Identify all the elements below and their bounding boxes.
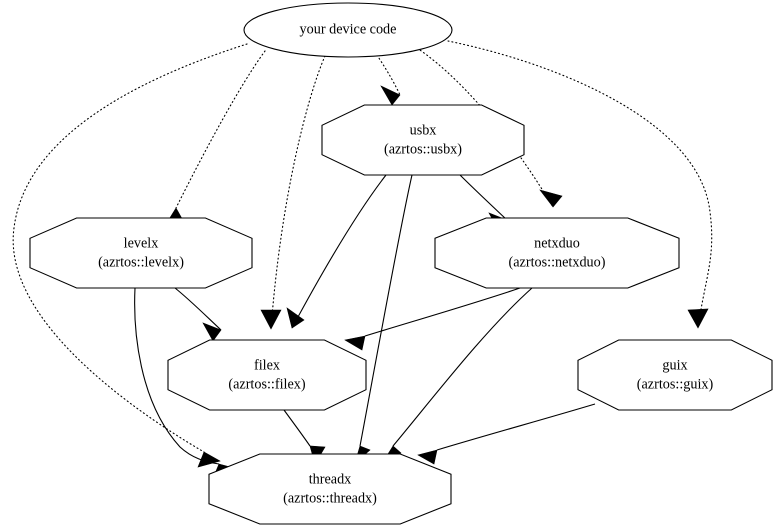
node-label-netxduo-line2: (azrtos::netxduo) bbox=[509, 254, 606, 270]
node-filex[interactable]: filex(azrtos::filex) bbox=[167, 339, 367, 411]
edge-line-solid bbox=[291, 174, 387, 329]
node-label-filex-line2: (azrtos::filex) bbox=[228, 376, 305, 392]
arrow-head bbox=[380, 85, 401, 106]
arrow-head bbox=[344, 335, 366, 351]
node-label-usbx-line2: (azrtos::usbx) bbox=[384, 141, 462, 157]
arrow-head bbox=[260, 309, 282, 330]
node-label-device-line1: your device code bbox=[300, 21, 397, 37]
arrow-head bbox=[539, 189, 563, 208]
nodes-layer: your device codeusbx(azrtos::usbx)levelx… bbox=[29, 2, 773, 525]
node-levelx[interactable]: levelx(azrtos::levelx) bbox=[29, 217, 253, 289]
arrow-head bbox=[687, 308, 709, 329]
node-usbx[interactable]: usbx(azrtos::usbx) bbox=[321, 104, 525, 176]
node-label-guix-line2: (azrtos::guix) bbox=[637, 376, 714, 392]
edge-netxduo-to-threadx bbox=[382, 287, 533, 463]
edge-line-dotted bbox=[447, 40, 713, 329]
node-label-guix-line1: guix bbox=[662, 357, 687, 373]
node-label-levelx-line1: levelx bbox=[124, 235, 159, 251]
edge-guix-to-threadx bbox=[417, 403, 596, 465]
edge-line-solid bbox=[458, 173, 508, 221]
edge-device-to-usbx bbox=[376, 54, 401, 106]
node-label-threadx-line2: (azrtos::threadx) bbox=[283, 490, 377, 506]
arrow-head bbox=[417, 449, 438, 465]
edge-line-solid bbox=[134, 287, 220, 465]
edge-usbx-to-threadx bbox=[354, 174, 413, 464]
edge-line-solid bbox=[436, 403, 596, 451]
edge-line-solid bbox=[174, 287, 222, 331]
edge-line-solid bbox=[364, 287, 521, 337]
edge-line-solid bbox=[359, 174, 413, 447]
edge-line-dotted bbox=[270, 55, 326, 330]
arrow-head bbox=[202, 322, 222, 342]
arrow-head bbox=[286, 307, 305, 329]
edge-line-solid bbox=[392, 287, 533, 447]
node-shape-octagon-filex bbox=[167, 339, 367, 411]
edge-line-dotted bbox=[175, 50, 266, 209]
node-shape-octagon-usbx bbox=[321, 104, 525, 176]
edge-line-dotted bbox=[376, 54, 401, 96]
node-shape-octagon-netxduo bbox=[434, 217, 680, 289]
node-netxduo[interactable]: netxduo(azrtos::netxduo) bbox=[434, 217, 680, 289]
edge-line-solid bbox=[283, 409, 311, 447]
node-label-netxduo-line1: netxduo bbox=[534, 235, 580, 251]
node-shape-octagon-threadx bbox=[208, 453, 452, 525]
node-device[interactable]: your device code bbox=[243, 2, 453, 58]
edge-levelx-to-filex bbox=[174, 287, 222, 342]
node-guix[interactable]: guix(azrtos::guix) bbox=[577, 339, 773, 411]
node-threadx[interactable]: threadx(azrtos::threadx) bbox=[208, 453, 452, 525]
node-shape-octagon-levelx bbox=[29, 217, 253, 289]
edge-device-to-levelx bbox=[162, 50, 266, 230]
node-shape-octagon-guix bbox=[577, 339, 773, 411]
edge-device-to-filex bbox=[260, 55, 326, 330]
node-shape-ellipse-device bbox=[243, 2, 453, 58]
node-label-usbx-line1: usbx bbox=[410, 122, 437, 138]
node-label-filex-line1: filex bbox=[254, 357, 280, 373]
edge-usbx-to-filex bbox=[286, 174, 387, 329]
edge-device-to-guix bbox=[447, 40, 713, 329]
node-label-threadx-line1: threadx bbox=[309, 471, 352, 487]
edge-netxduo-to-filex bbox=[344, 287, 521, 351]
edge-line-dotted bbox=[12, 43, 248, 453]
node-label-levelx-line2: (azrtos::levelx) bbox=[98, 254, 184, 270]
